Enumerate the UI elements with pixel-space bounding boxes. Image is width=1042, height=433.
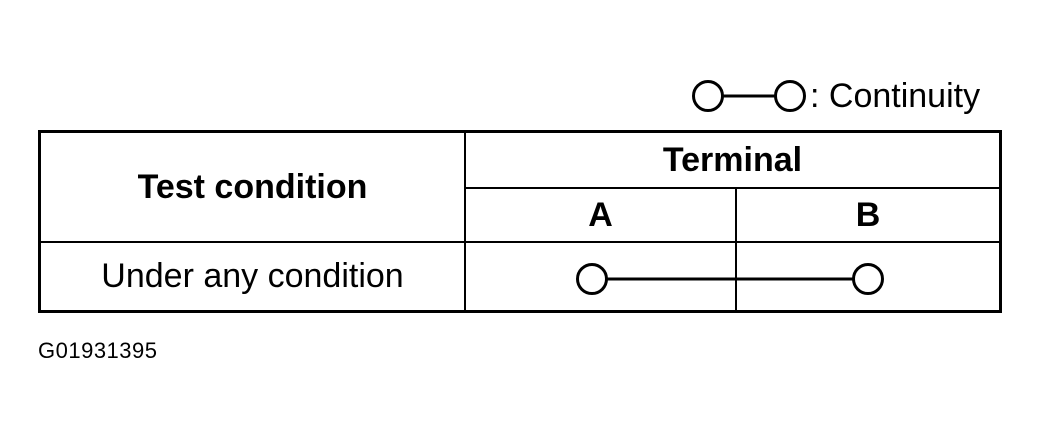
- header-test-condition: Test condition: [137, 167, 368, 206]
- row-condition: Under any condition: [101, 257, 404, 295]
- divider-terminal-a-b: [735, 189, 737, 310]
- divider-terminal-subheader: [466, 187, 999, 189]
- header-terminal-b: B: [855, 195, 881, 234]
- continuity-table: Test condition Terminal A B Under any co…: [38, 130, 1002, 313]
- legend-label: : Continuity: [810, 77, 981, 115]
- divider-condition-terminal: [464, 133, 466, 310]
- continuity-symbol-icon: [692, 80, 806, 112]
- divider-header-body: [41, 241, 999, 243]
- legend: : Continuity: [690, 76, 980, 116]
- continuity-connection-icon: [576, 263, 884, 295]
- header-terminal-a: A: [588, 195, 613, 234]
- header-terminal: Terminal: [662, 140, 803, 179]
- figure-code: G01931395: [38, 338, 158, 363]
